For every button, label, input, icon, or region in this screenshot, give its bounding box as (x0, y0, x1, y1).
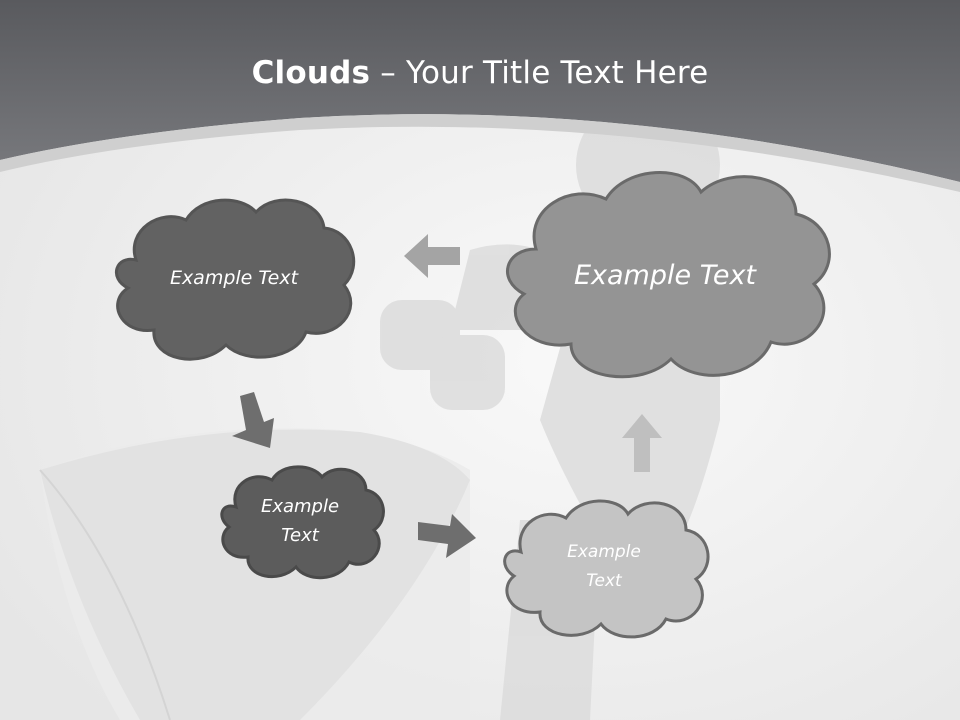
cloud-shape (220, 465, 385, 580)
cloud-top-left: Example Text (106, 190, 362, 366)
cloud-shape (115, 198, 356, 361)
cloud-fill (503, 499, 710, 639)
cloud-fill (220, 465, 385, 580)
cloud-top-right: Example Text (496, 164, 834, 386)
arrow-left-icon (404, 234, 460, 278)
title-separator: – (370, 55, 406, 91)
cloud-bottom-right: Example Text (496, 494, 712, 640)
slide-title: Clouds – Your Title Text Here (0, 55, 960, 91)
arrow-up-icon (622, 414, 662, 472)
arrow-right-icon (418, 514, 476, 558)
cloud-fill (506, 171, 831, 379)
arrow-down-icon (232, 392, 274, 448)
cloud-bottom-left: Example Text (214, 462, 386, 580)
cloud-shape (506, 171, 831, 379)
title-rest: Your Title Text Here (406, 55, 709, 91)
cloud-label-text: Example Text (567, 542, 641, 591)
cloud-shape (503, 499, 710, 639)
cloud-fill (115, 198, 356, 361)
cloud-label: Example Text (214, 462, 386, 582)
cloud-label: Example Text (496, 494, 712, 646)
title-bold: Clouds (251, 55, 371, 91)
cloud-label: Example Text (573, 259, 757, 291)
cloud-label-text: Example Text (260, 496, 340, 546)
cloud-label: Example Text (169, 267, 299, 289)
